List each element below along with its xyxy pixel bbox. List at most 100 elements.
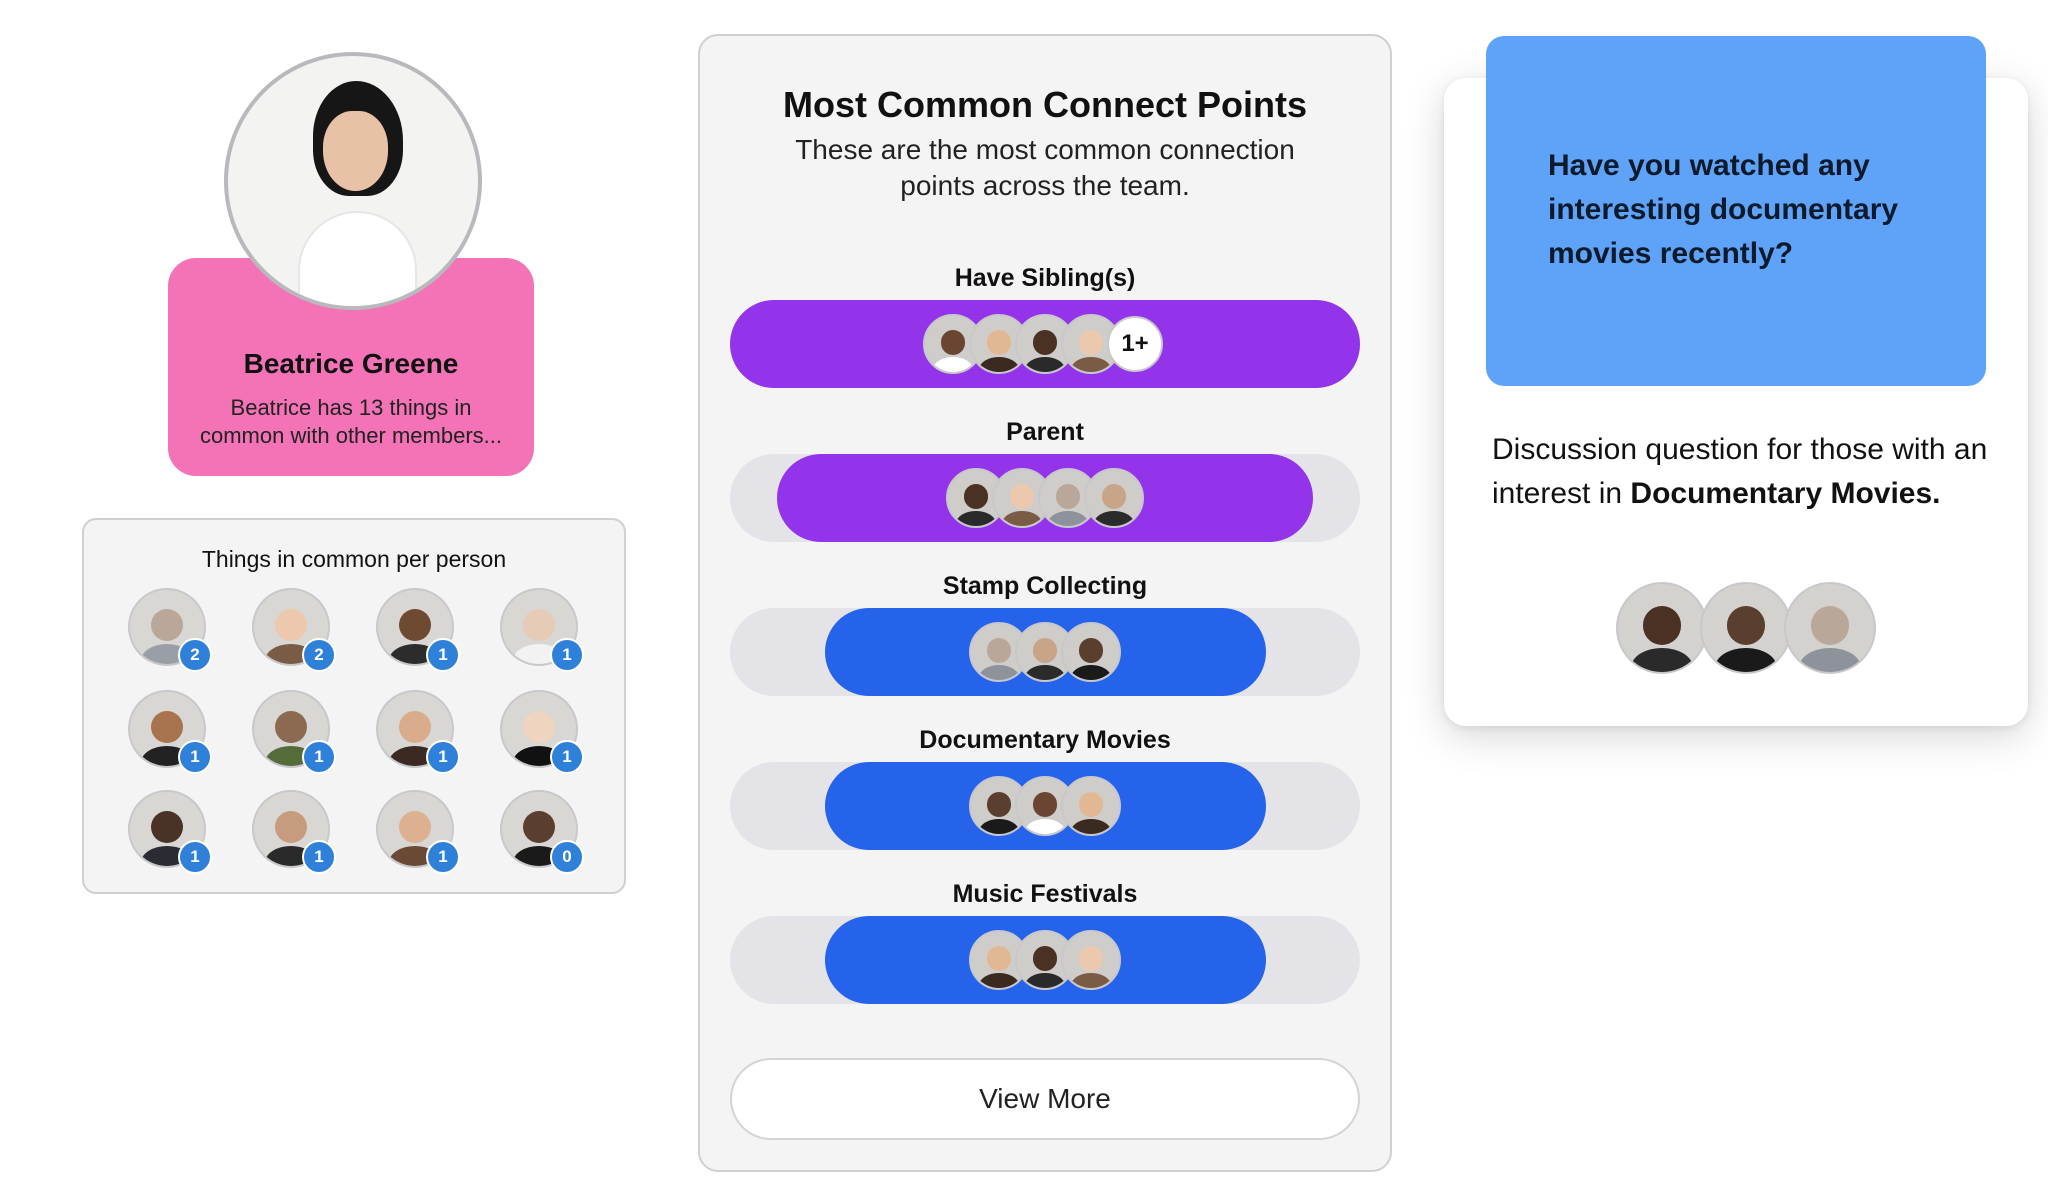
discussion-member-avatar[interactable] — [1784, 582, 1876, 674]
avatar-shoulders — [1715, 648, 1777, 672]
avatar-face — [522, 710, 556, 744]
avatar-face — [986, 946, 1012, 971]
person-avatar[interactable] — [128, 790, 206, 868]
count-badge: 1 — [302, 840, 336, 874]
avatar-shoulders — [979, 664, 1019, 680]
things-in-common-title: Things in common per person — [201, 546, 507, 572]
discussion-member-avatar[interactable] — [1616, 582, 1708, 674]
avatar-face — [398, 810, 432, 844]
avatar-shoulders — [1071, 664, 1111, 680]
avatar-shoulders — [1025, 972, 1065, 988]
avatar-face — [398, 710, 432, 744]
avatar-shoulders — [1025, 664, 1065, 680]
profile-name: Beatrice Greene — [243, 348, 459, 379]
discussion-question-box: Have you watched any interesting documen… — [1486, 36, 1986, 386]
avatar-shoulders — [1071, 818, 1111, 834]
member-avatar[interactable] — [1061, 776, 1121, 836]
avatar-face — [522, 608, 556, 642]
avatar-face — [1032, 946, 1058, 971]
discussion-member-avatar[interactable] — [1700, 582, 1792, 674]
count-badge: 0 — [550, 840, 584, 874]
count-badge: 1 — [550, 740, 584, 774]
avatar-shoulders — [1071, 356, 1111, 372]
discussion-question: Have you watched any interesting documen… — [1548, 149, 1899, 270]
connect-point-track[interactable] — [730, 762, 1360, 850]
avatar-face — [1032, 638, 1058, 663]
count-badge: 1 — [178, 740, 212, 774]
avatar-face — [1055, 484, 1081, 509]
avatar-face — [398, 608, 432, 642]
avatar-face — [1101, 484, 1127, 509]
avatar-face — [986, 792, 1012, 817]
more-members-chip[interactable]: 1+ — [1107, 316, 1163, 372]
avatar-face — [1078, 330, 1104, 355]
connect-point-track[interactable]: 1+ — [730, 300, 1360, 388]
count-badge: 1 — [426, 638, 460, 672]
avatar-face — [323, 111, 388, 191]
avatar-face — [1078, 946, 1104, 971]
profile-description: Beatrice has 13 things in common with ot… — [200, 395, 502, 448]
avatar-shoulders — [1071, 972, 1111, 988]
count-badge: 2 — [178, 638, 212, 672]
view-more-button[interactable]: View More — [730, 1058, 1360, 1140]
avatar-face — [274, 608, 308, 642]
discussion-text: Discussion question for those with an in… — [1492, 428, 1988, 516]
avatar-face — [1078, 638, 1104, 663]
member-avatar[interactable] — [1061, 622, 1121, 682]
avatar-face — [1726, 606, 1766, 645]
member-avatar[interactable] — [1084, 468, 1144, 528]
things-in-common-card: Things in common per person 2 2 1 1 1 1 1 1 1 1 1 0 — [82, 518, 626, 894]
connect-point-label: Parent — [1006, 418, 1084, 446]
avatar-face — [150, 710, 184, 744]
count-badge: 1 — [302, 740, 336, 774]
member-avatar[interactable] — [1061, 930, 1121, 990]
avatar-shoulders — [1094, 510, 1134, 526]
connect-point-track[interactable] — [730, 608, 1360, 696]
avatar-face — [150, 608, 184, 642]
connect-point-label: Have Sibling(s) — [954, 264, 1136, 292]
discussion-text-prefix: Discussion question for those with an in… — [1492, 433, 1988, 510]
avatar-face — [986, 330, 1012, 355]
connect-point-track[interactable] — [730, 454, 1360, 542]
connect-point-track[interactable] — [730, 916, 1360, 1004]
avatar-body — [298, 211, 417, 306]
discussion-topic: Documentary Movies. — [1630, 477, 1941, 510]
avatar-face — [940, 330, 966, 355]
profile-avatar — [224, 52, 482, 310]
connect-points-title: Most Common Connect Points — [783, 84, 1307, 125]
connect-points-card: Most Common Connect Points These are the… — [698, 34, 1392, 1172]
avatar-shoulders — [1799, 648, 1861, 672]
member-avatar[interactable] — [969, 776, 1029, 836]
avatar-face — [1078, 792, 1104, 817]
count-badge: 1 — [550, 638, 584, 672]
avatar-face — [274, 810, 308, 844]
avatar-face — [1032, 330, 1058, 355]
avatar-shoulders — [1025, 356, 1065, 372]
count-badge: 1 — [426, 840, 460, 874]
avatar-shoulders — [1002, 510, 1042, 526]
avatar-face — [1009, 484, 1035, 509]
avatar-shoulders — [979, 356, 1019, 372]
avatar-shoulders — [1631, 648, 1693, 672]
person-avatar[interactable] — [252, 690, 330, 768]
avatar-shoulders — [979, 972, 1019, 988]
avatar-shoulders — [1048, 510, 1088, 526]
avatar-shoulders — [1025, 818, 1065, 834]
member-avatar[interactable] — [1015, 314, 1075, 374]
avatar-face — [1032, 792, 1058, 817]
avatar-shoulders — [933, 356, 973, 372]
avatar-face — [986, 638, 1012, 663]
connect-points-subtitle: These are the most common connection poi… — [795, 134, 1295, 201]
avatar-face — [1642, 606, 1682, 645]
avatar-face — [522, 810, 556, 844]
connect-point-label: Music Festivals — [952, 880, 1138, 908]
avatar-face — [1810, 606, 1850, 645]
connect-point-label: Stamp Collecting — [942, 572, 1148, 600]
avatar-face — [274, 710, 308, 744]
avatar-shoulders — [979, 818, 1019, 834]
count-badge: 1 — [426, 740, 460, 774]
connect-point-label: Documentary Movies — [919, 726, 1171, 754]
avatar-face — [963, 484, 989, 509]
count-badge: 2 — [302, 638, 336, 672]
count-badge: 1 — [178, 840, 212, 874]
